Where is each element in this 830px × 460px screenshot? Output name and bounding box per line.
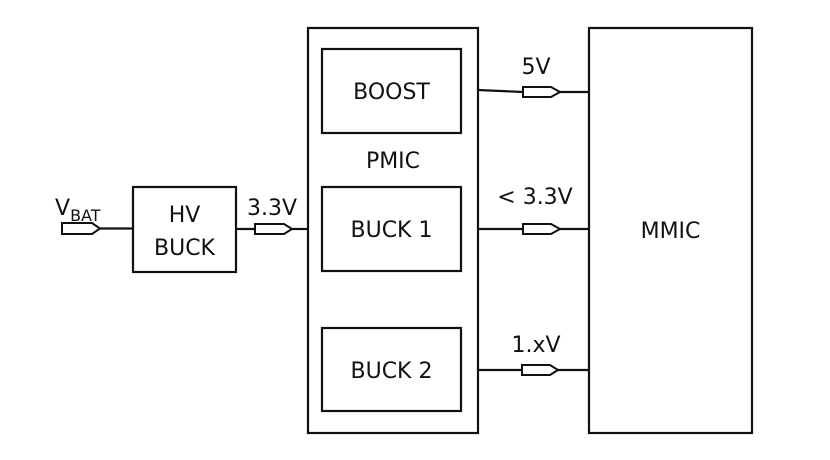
rail-lt3v3-pin-icon <box>522 223 563 235</box>
rail-5v-pin-icon <box>522 86 563 98</box>
boost-block <box>320 47 463 135</box>
rail-5v-label: 5V <box>521 55 550 80</box>
rail-3v3-pin-icon <box>254 223 294 235</box>
buck1-block <box>320 185 463 273</box>
boost-label: BOOST <box>353 80 430 105</box>
rail-1xv-label: 1.xV <box>511 333 560 358</box>
mmic-label: MMIC <box>641 219 701 244</box>
pmic-label: PMIC <box>366 149 420 174</box>
hv-buck-label-line2: BUCK <box>154 236 216 261</box>
hv-buck-label-line1: HV <box>169 203 201 228</box>
mmic-block <box>587 26 754 435</box>
buck2-label: BUCK 2 <box>351 359 433 384</box>
vbat-label: VBAT <box>55 196 101 225</box>
vbat-pin-icon <box>61 222 102 235</box>
boost-out-wire <box>477 88 524 94</box>
buck1-label: BUCK 1 <box>351 218 433 243</box>
rail-1xv-pin-icon <box>521 364 560 376</box>
buck2-block <box>320 326 463 413</box>
rail-lt3v3-label: < 3.3V <box>497 185 572 210</box>
rail-3v3-label: 3.3V <box>247 196 297 221</box>
